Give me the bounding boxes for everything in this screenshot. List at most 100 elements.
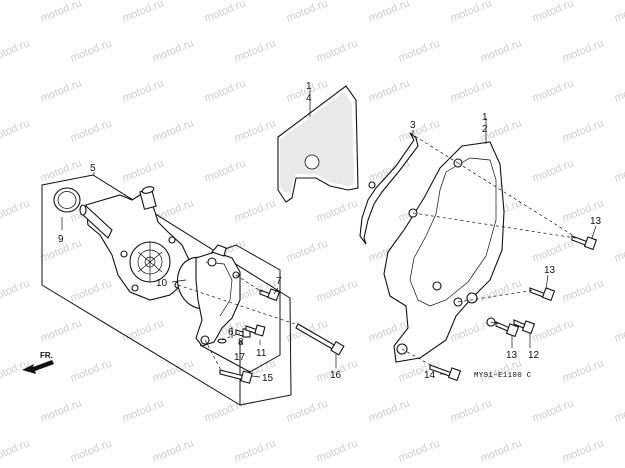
callout-5: 5: [90, 163, 96, 174]
watermark-text: motod.ru: [315, 437, 360, 464]
sealing-washer-6: [217, 338, 227, 344]
callout-8: 8: [238, 337, 244, 348]
watermark-text: motod.ru: [39, 77, 84, 104]
watermark-text: motod.ru: [121, 317, 166, 344]
watermark-text: motod.ru: [449, 77, 494, 104]
watermark-text: motod.ru: [151, 117, 196, 144]
watermark-text: motod.ru: [285, 237, 330, 264]
main-cover-part: [383, 141, 505, 363]
watermark-text: motod.ru: [0, 197, 31, 224]
callout-1-main: 1: [482, 112, 488, 123]
watermark-text: motod.ru: [0, 77, 1, 104]
watermark-text: motod.ru: [0, 317, 1, 344]
bolt-16: [295, 323, 345, 356]
watermark-text: motod.ru: [285, 0, 330, 25]
callout-13-lower: 13: [506, 350, 518, 361]
watermark-text: motod.ru: [69, 357, 114, 384]
watermark-text: motod.ru: [531, 397, 576, 424]
watermark-text: motod.ru: [397, 437, 442, 464]
watermark-text: motod.ru: [0, 117, 31, 144]
watermark-text: motod.ru: [531, 157, 576, 184]
callout-10: 10: [156, 278, 168, 289]
watermark-text: motod.ru: [0, 277, 31, 304]
watermark-text: motod.ru: [613, 157, 625, 184]
watermark-text: motod.ru: [285, 397, 330, 424]
watermark-text: motod.ru: [397, 37, 442, 64]
bolt-11: [245, 324, 266, 337]
watermark-text: motod.ru: [397, 117, 442, 144]
water-pump-body: [79, 186, 191, 301]
watermark-text: motod.ru: [203, 397, 248, 424]
drain-bolt-8: [235, 328, 251, 338]
watermark-text: motod.ru: [121, 77, 166, 104]
callout-3: 3: [410, 120, 416, 131]
watermark-text: motod.ru: [561, 357, 606, 384]
callout-7: 7: [276, 276, 282, 287]
callout-14: 14: [424, 370, 436, 381]
bolt-13-upper: [571, 235, 598, 251]
watermark-text: motod.ru: [367, 397, 412, 424]
watermark-text: motod.ru: [121, 397, 166, 424]
callout-17: 17: [234, 352, 246, 363]
alignment-lines: [177, 132, 577, 373]
callout-1-inner: 1: [306, 81, 312, 92]
watermark-text: motod.ru: [531, 317, 576, 344]
watermark-text: motod.ru: [69, 37, 114, 64]
watermark-text: motod.ru: [479, 37, 524, 64]
o-ring-part: [53, 187, 81, 213]
watermark-text: motod.ru: [233, 117, 278, 144]
front-direction-arrow: FR.: [22, 351, 54, 374]
watermark-text: motod.ru: [531, 77, 576, 104]
watermark-text: motod.ru: [203, 0, 248, 25]
watermark-text: motod.ru: [449, 397, 494, 424]
reference-code: MY91-E1100 C: [474, 372, 532, 380]
cover-gasket-strip: [359, 132, 419, 245]
watermark-text: motod.ru: [233, 37, 278, 64]
pump-cover-part: [195, 244, 241, 347]
watermark-text: motod.ru: [315, 277, 360, 304]
watermark-text: motod.ru: [613, 237, 625, 264]
watermark-text: motod.ru: [151, 357, 196, 384]
watermark-text: motod.ru: [151, 37, 196, 64]
watermark-text: motod.ru: [39, 397, 84, 424]
watermark-text: motod.ru: [121, 0, 166, 25]
callout-12: 12: [528, 350, 540, 361]
callout-9: 9: [58, 234, 64, 245]
watermark-text: motod.ru: [203, 157, 248, 184]
bolt-15: [219, 369, 253, 384]
callout-13-upper: 13: [590, 216, 602, 227]
watermark-text: motod.ru: [613, 317, 625, 344]
callout-6: 6: [228, 327, 234, 338]
watermark-text: motod.ru: [561, 117, 606, 144]
watermark-text: motod.ru: [0, 0, 1, 25]
leader-lines: [61, 90, 597, 378]
watermark-text: motod.ru: [0, 157, 1, 184]
watermark-text: motod.ru: [233, 197, 278, 224]
callout-15: 15: [262, 373, 274, 384]
callout-labels: 1 4 3 1 2 5 9 13 13 10 7 6 8 17 11 15 16…: [58, 81, 602, 384]
water-pump-assembly-frame: [41, 174, 292, 406]
watermark-text: motod.ru: [561, 437, 606, 464]
front-direction-label: FR.: [40, 351, 53, 360]
bolt-14: [429, 364, 462, 382]
watermark-text: motod.ru: [233, 437, 278, 464]
bolt-13-lower: [495, 321, 520, 338]
callout-2: 2: [482, 124, 488, 135]
callout-4: 4: [306, 93, 312, 104]
watermark-text: motod.ru: [0, 37, 31, 64]
watermark-text: motod.ru: [0, 437, 31, 464]
watermark-text: motod.ru: [0, 237, 1, 264]
watermark-text: motod.ru: [531, 0, 576, 25]
callout-13-middle: 13: [544, 265, 556, 276]
watermark-text: motod.ru: [613, 0, 625, 25]
watermark-text: motod.ru: [367, 0, 412, 25]
watermark-text: motod.ru: [613, 77, 625, 104]
watermark-text: motod.ru: [0, 397, 1, 424]
watermark-text: motod.ru: [561, 37, 606, 64]
callout-16: 16: [330, 370, 342, 381]
watermark-text: motod.ru: [315, 37, 360, 64]
watermark-text: motod.ru: [531, 237, 576, 264]
watermark-text: motod.ru: [203, 77, 248, 104]
